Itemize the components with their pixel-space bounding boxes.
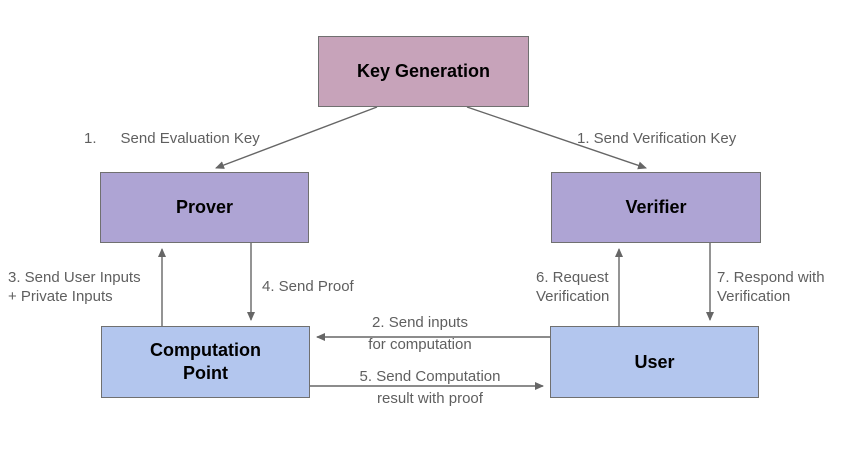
- node-key-generation: Key Generation: [318, 36, 529, 107]
- edge-label-send-computation-result: 5. Send Computation result with proof: [330, 366, 530, 410]
- node-computation-point: Computation Point: [101, 326, 310, 398]
- node-user-label: User: [634, 351, 675, 372]
- edge-label-respond-with-verification-line1: 7. Respond with: [717, 269, 825, 286]
- node-user: User: [550, 326, 759, 398]
- edge-label-respond-with-verification: 7. Respond with Verification: [717, 268, 825, 306]
- edge-label-send-evaluation-key-text: Send Evaluation Key: [120, 130, 260, 147]
- edge-label-request-verification: 6. Request Verification: [536, 268, 609, 306]
- node-verifier: Verifier: [551, 172, 761, 243]
- edge-label-send-verification-key: 1. Send Verification Key: [577, 129, 736, 148]
- node-computation-point-label-line1: Computation: [150, 340, 261, 360]
- edge-label-send-computation-result-line2: result with proof: [377, 390, 483, 407]
- edge-label-send-inputs-line2: for computation: [368, 336, 472, 353]
- arrow-send-verification-key: [466, 106, 647, 170]
- node-computation-point-label-line2: Point: [183, 363, 228, 383]
- edge-label-send-evaluation-key-number: 1.: [84, 130, 97, 147]
- edge-label-send-proof: 4. Send Proof: [262, 277, 354, 296]
- edge-label-send-inputs-line1: 2. Send inputs: [372, 314, 468, 331]
- edge-label-send-user-inputs-line2: + Private Inputs: [8, 288, 113, 305]
- arrow-send-evaluation-key: [215, 106, 378, 169]
- edge-label-request-verification-line1: 6. Request: [536, 269, 609, 286]
- edge-label-send-computation-result-line1: 5. Send Computation: [359, 368, 501, 385]
- edge-label-respond-with-verification-line2: Verification: [717, 288, 791, 305]
- edge-label-request-verification-line2: Verification: [536, 288, 610, 305]
- edge-label-send-verification-key-text: 1. Send Verification Key: [577, 130, 737, 147]
- node-prover-label: Prover: [175, 197, 234, 217]
- node-prover: Prover: [100, 172, 309, 243]
- edge-label-send-evaluation-key: 1. Send Evaluation Key: [84, 129, 260, 148]
- node-verifier-label: Verifier: [625, 197, 687, 217]
- edge-label-send-user-inputs-line1: 3. Send User Inputs: [8, 269, 141, 286]
- node-key-generation-label: Key Generation: [356, 61, 491, 81]
- edge-label-send-proof-text: 4. Send Proof: [262, 278, 354, 295]
- edge-label-send-inputs-for-computation: 2. Send inputs for computation: [330, 312, 510, 356]
- edge-label-send-user-inputs: 3. Send User Inputs + Private Inputs: [8, 268, 141, 306]
